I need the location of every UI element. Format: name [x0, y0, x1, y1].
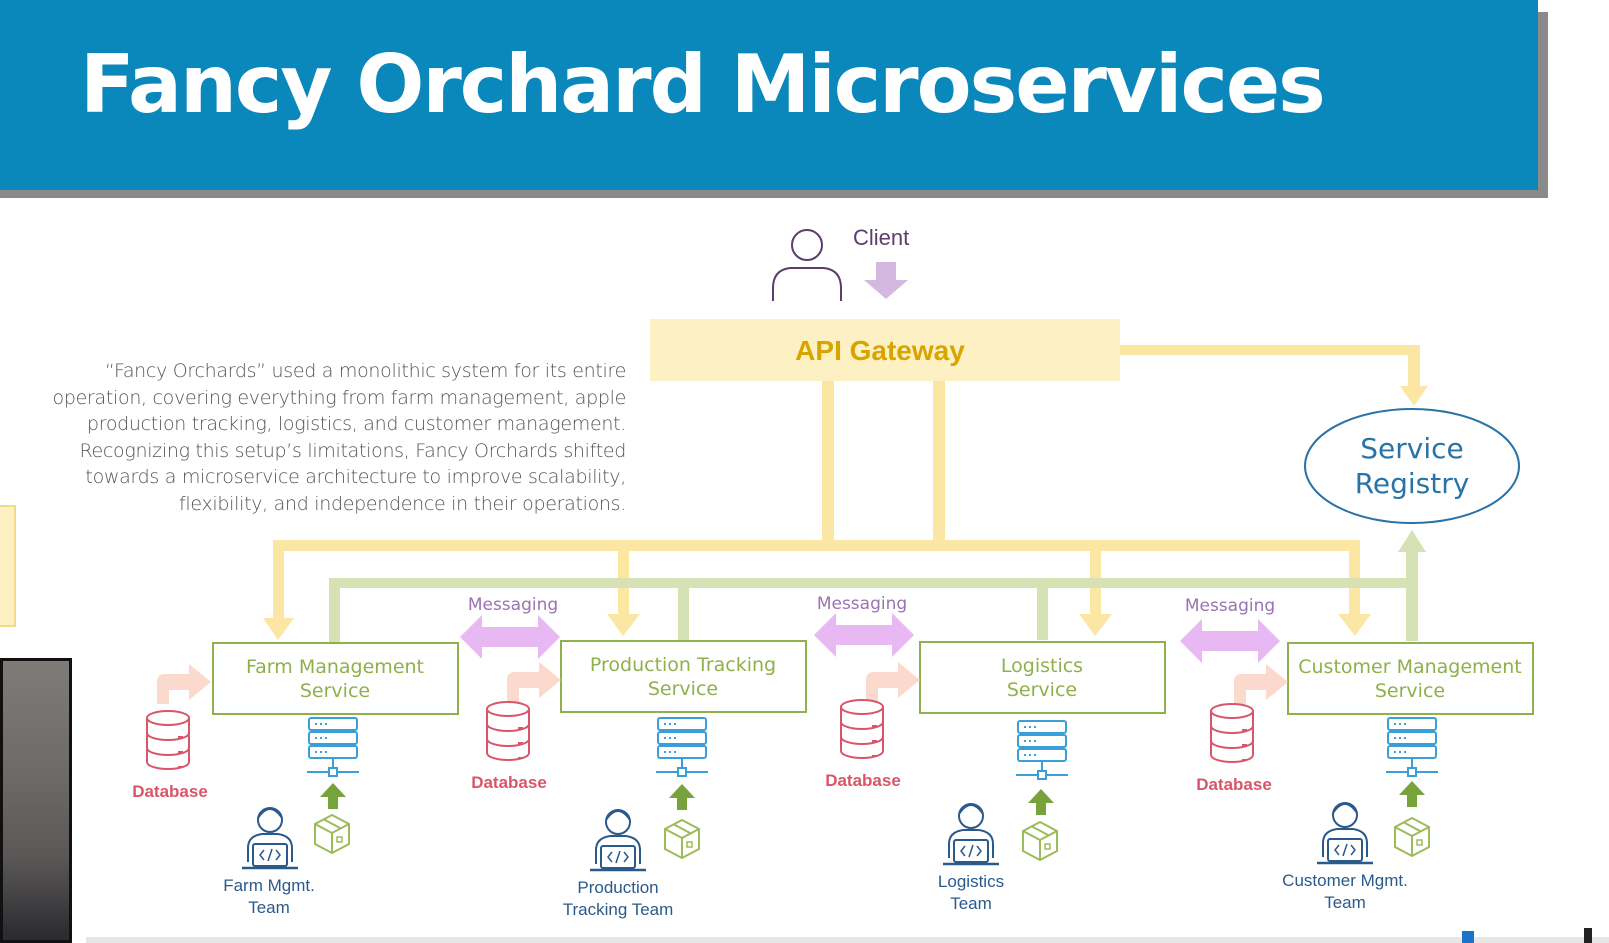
service-label: Service: [300, 680, 370, 702]
server-icon: [1015, 720, 1069, 780]
service-label: Logistics: [1001, 655, 1083, 677]
database-link-arrow-icon: [157, 664, 211, 704]
package-icon: [664, 819, 700, 859]
title-banner: Fancy Orchard Microservices: [0, 0, 1538, 190]
team-label: Farm Mgmt.: [223, 876, 315, 895]
page-title: Fancy Orchard Microservices: [80, 38, 1326, 131]
developer-icon: [1315, 801, 1375, 865]
team-label: Customer Mgmt.: [1282, 871, 1408, 890]
description-line: production tracking, logistics, and cust…: [86, 413, 626, 435]
package-icon: [1394, 817, 1430, 857]
deploy-arrow-icon: [1028, 789, 1054, 815]
messaging-arrow-icon: [814, 613, 914, 657]
gateway-connectors: [263, 345, 1428, 640]
registry-connectors: [329, 530, 1426, 642]
messaging-arrow-icon: [1180, 619, 1280, 663]
client-label: Client: [853, 225, 909, 250]
client-person-icon: [772, 229, 842, 301]
presenter-webcam: [0, 658, 72, 943]
database-icon: [1210, 703, 1254, 763]
service-label: Service: [1007, 679, 1077, 701]
server-icon: [306, 717, 360, 777]
package-icon: [314, 814, 350, 854]
deploy-arrow-icon: [320, 783, 346, 809]
brand-mark: [1462, 931, 1474, 943]
database-label: Database: [471, 773, 547, 792]
bottom-strip: [86, 937, 1609, 943]
messaging-label: Messaging: [468, 595, 558, 615]
team-label: Team: [1324, 893, 1366, 912]
service-box-production: [560, 640, 807, 713]
service-label: Service: [1375, 680, 1445, 702]
description-line: flexibility, and independence in their o…: [179, 492, 626, 515]
database-link-arrow-icon: [1234, 664, 1288, 704]
messaging-label: Messaging: [817, 594, 907, 614]
brand-mark-2: [1584, 928, 1592, 943]
client-request-arrow: [864, 262, 908, 299]
developer-icon: [240, 806, 300, 870]
description-line: operation, covering everything from farm…: [52, 386, 627, 409]
description-line: “Fancy Orchards” used a monolithic syste…: [105, 360, 626, 382]
service-registry: [1304, 408, 1520, 524]
deploy-arrow-icon: [1399, 781, 1425, 807]
database-icon: [146, 710, 190, 770]
service-box-farm: [212, 642, 459, 715]
service-label: Farm Management: [246, 656, 424, 678]
database-label: Database: [132, 782, 208, 801]
service-box-logistics: [919, 641, 1166, 714]
team-label: Production: [577, 878, 658, 897]
messaging-arrow-icon: [460, 615, 560, 659]
database-label: Database: [1196, 775, 1272, 794]
description-line: towards a microservice architecture to i…: [85, 466, 626, 488]
service-label: Service: [648, 678, 718, 700]
database-icon: [486, 701, 530, 761]
deploy-arrow-icon: [669, 784, 695, 810]
database-icon: [840, 699, 884, 759]
developer-icon: [588, 808, 648, 872]
developer-icon: [941, 802, 1001, 866]
server-icon: [655, 717, 709, 777]
database-link-arrow-icon: [507, 662, 561, 702]
team-label: Team: [950, 894, 992, 913]
package-icon: [1022, 821, 1058, 861]
service-label: Customer Management: [1298, 656, 1522, 678]
registry-label-line1: Service: [1360, 432, 1463, 465]
api-gateway-label: API Gateway: [795, 335, 965, 366]
service-label: Production Tracking: [590, 654, 776, 676]
registry-label-line2: Registry: [1355, 467, 1470, 500]
service-box-customer: [1287, 642, 1534, 715]
database-link-arrow-icon: [866, 662, 920, 702]
api-gateway-box: [650, 319, 1120, 381]
description-line: Recognizing this setup’s limitations, Fa…: [79, 439, 626, 462]
team-label: Logistics: [938, 872, 1004, 891]
description: “Fancy Orchards” used a monolithic syste…: [0, 358, 627, 517]
messaging-label: Messaging: [1185, 596, 1275, 616]
server-icon: [1385, 717, 1439, 777]
database-label: Database: [825, 771, 901, 790]
team-label: Tracking Team: [563, 900, 674, 919]
team-label: Team: [248, 898, 290, 917]
left-callout-tab: [0, 505, 16, 627]
